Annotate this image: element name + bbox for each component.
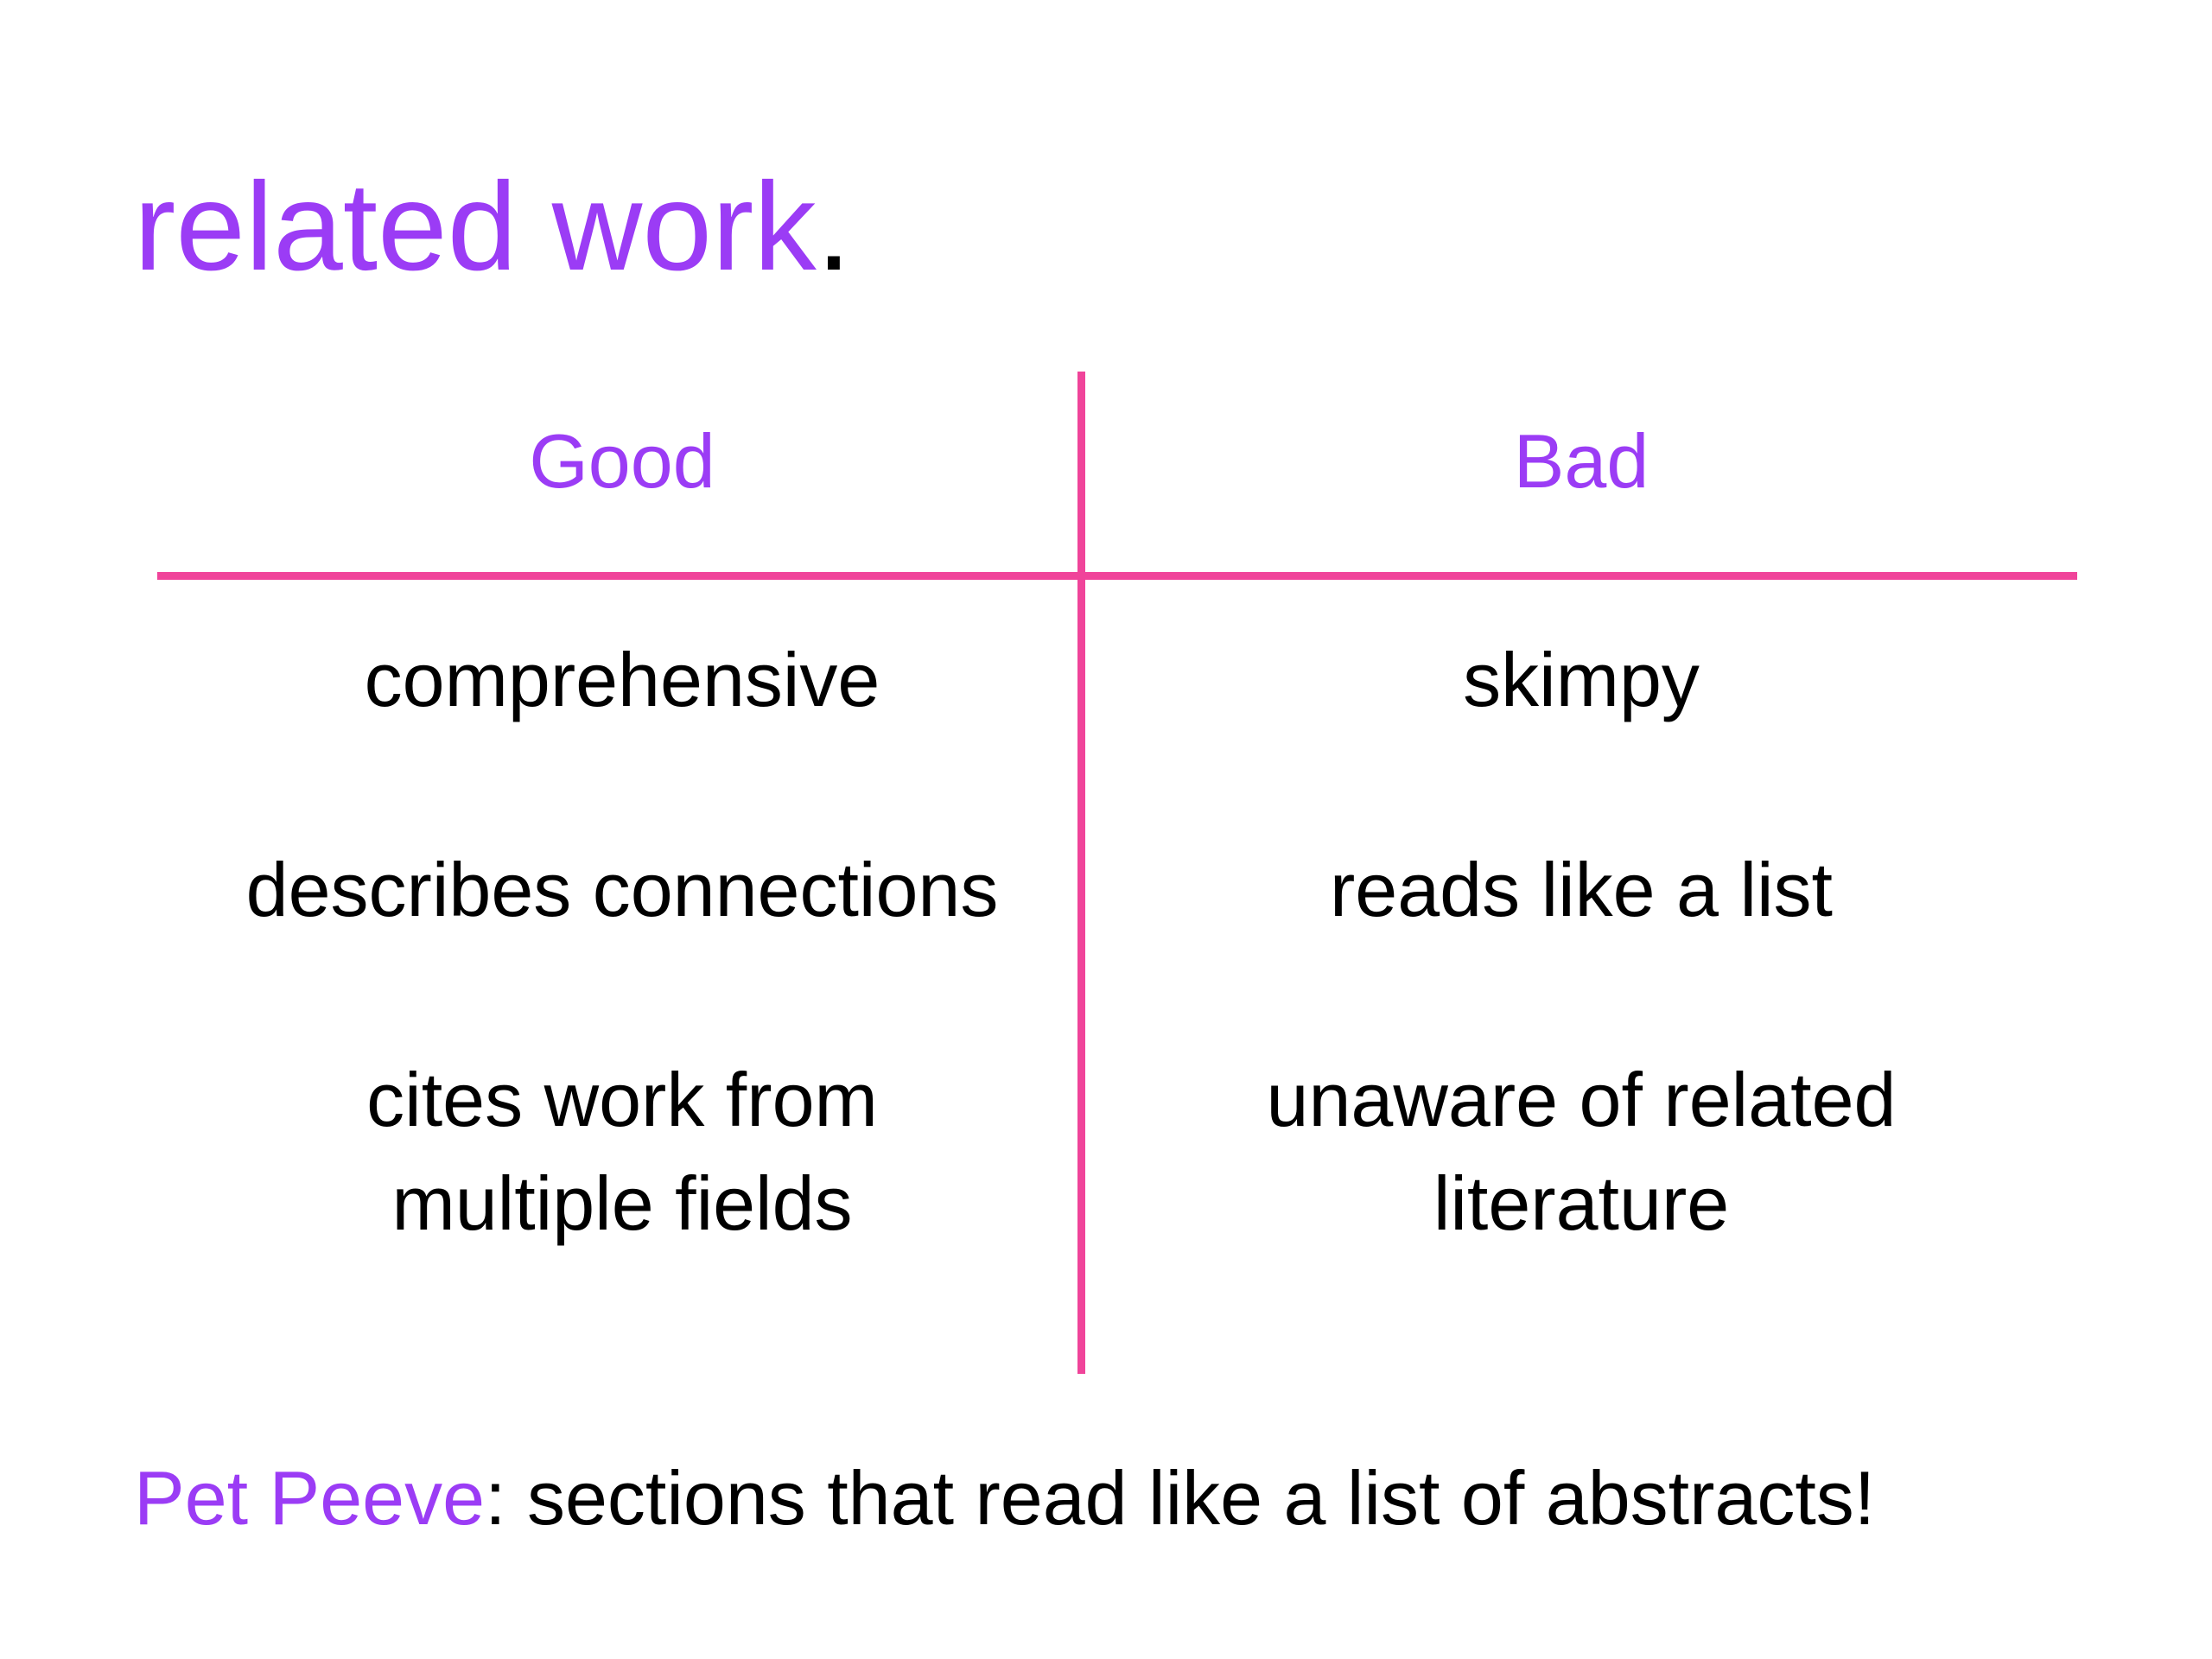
- bad-item-skimpy: skimpy: [1463, 637, 1700, 722]
- good-item-describes-connections: describes connections: [245, 847, 999, 932]
- table-vertical-divider: [1077, 372, 1085, 1374]
- good-item-comprehensive: comprehensive: [364, 637, 880, 722]
- pet-peeve-text: : sections that read like a list of abst…: [485, 1455, 1876, 1541]
- pet-peeve-label: Pet Peeve: [134, 1455, 486, 1541]
- table-horizontal-divider: [157, 572, 2077, 580]
- bad-item-unaware-line1: unaware of related: [1266, 1057, 1897, 1142]
- slide-title-text: related work: [134, 156, 817, 296]
- bad-item-unaware-line2: literature: [1433, 1160, 1730, 1246]
- slide-title-period: .: [816, 156, 852, 296]
- column-header-bad: Bad: [1513, 418, 1649, 504]
- column-header-good: Good: [529, 418, 715, 504]
- good-item-cites-work-line1: cites work from: [366, 1057, 878, 1142]
- good-item-cites-work-line2: multiple fields: [391, 1160, 853, 1246]
- pet-peeve-note: Pet Peeve: sections that read like a lis…: [134, 1460, 1875, 1536]
- slide-title: related work.: [134, 164, 851, 289]
- bad-item-reads-like-a-list: reads like a list: [1329, 847, 1833, 932]
